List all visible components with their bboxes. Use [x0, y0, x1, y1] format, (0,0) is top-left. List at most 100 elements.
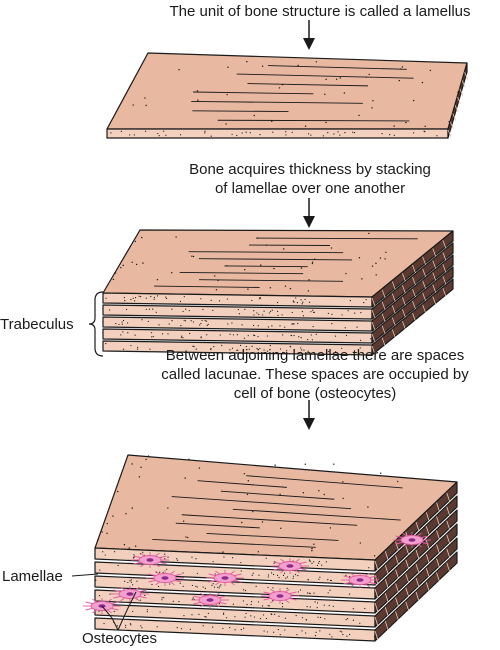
edge-speck	[130, 581, 132, 583]
edge-speck	[291, 131, 293, 133]
lamella-speck	[147, 455, 150, 457]
side-hatch	[371, 297, 376, 307]
side-hatch	[395, 611, 399, 621]
edge-speck	[286, 350, 288, 352]
edge-speck	[204, 616, 206, 618]
lamella-speck	[134, 240, 137, 243]
lamella-speck	[421, 81, 424, 84]
lamella-grain-line	[188, 251, 344, 254]
lamella-speck	[368, 73, 370, 76]
edge-speck	[171, 308, 173, 310]
edge-speck	[176, 559, 179, 561]
edge-speck	[272, 587, 274, 589]
edge-speck	[279, 325, 281, 327]
edge-speck	[252, 572, 254, 574]
edge-speck	[158, 324, 160, 326]
lamella-front-edge	[102, 304, 373, 320]
side-hatch	[442, 240, 447, 249]
edge-speck	[302, 301, 304, 303]
lamella-speck	[325, 121, 327, 124]
lamella-speck	[261, 65, 264, 67]
lamella-speck	[342, 497, 344, 500]
osteocyte-nucleus	[276, 594, 284, 598]
edge-speck	[236, 134, 238, 137]
edge-speck	[98, 594, 101, 597]
lamella-speck	[412, 99, 415, 102]
edge-speck	[167, 333, 169, 335]
lamella-side-edge	[371, 230, 454, 308]
lamella-speck	[241, 521, 243, 524]
lamella-grain-line	[198, 258, 353, 261]
side-hatch	[402, 321, 406, 330]
edge-speck	[312, 325, 314, 328]
edge-speck	[102, 551, 104, 553]
lamella-speck	[246, 60, 248, 63]
caption-line: The unit of bone structure is called a l…	[169, 3, 471, 20]
edge-speck	[309, 592, 311, 595]
lamella-speck	[167, 507, 169, 509]
edge-speck	[132, 610, 134, 613]
edge-speck	[311, 562, 313, 564]
edge-speck	[238, 313, 240, 315]
edge-speck	[179, 300, 182, 302]
edge-speck	[341, 314, 343, 316]
edge-speck	[222, 627, 224, 630]
edge-speck	[113, 551, 116, 553]
edge-speck	[329, 349, 331, 352]
edge-speck	[424, 131, 426, 133]
edge-speck	[266, 335, 269, 337]
edge-speck	[232, 557, 234, 559]
edge-speck	[183, 319, 185, 321]
edge-speck	[266, 350, 269, 352]
side-hatch	[402, 285, 406, 294]
edge-speck	[133, 556, 135, 558]
edge-speck	[205, 616, 207, 618]
edge-speck	[348, 593, 351, 595]
edge-speck	[204, 132, 206, 134]
edge-speck	[191, 614, 193, 616]
lamella-speck	[324, 93, 326, 96]
edge-speck	[259, 134, 261, 136]
side-hatch	[422, 304, 426, 313]
edge-speck	[127, 322, 129, 324]
side-hatch	[422, 292, 426, 301]
lamella-side-edge	[371, 242, 454, 320]
edge-speck	[319, 576, 321, 578]
edge-speck	[195, 558, 197, 560]
edge-speck	[267, 604, 269, 607]
edge-speck	[211, 584, 213, 586]
edge-speck	[232, 603, 234, 605]
edge-speck	[133, 554, 135, 556]
edge-speck	[185, 308, 187, 310]
edge-speck	[237, 308, 239, 311]
edge-speck	[310, 134, 312, 136]
osteocyte-cell	[341, 572, 379, 588]
lamella-speck	[307, 290, 310, 292]
edge-speck	[318, 562, 320, 564]
edge-speck	[188, 310, 190, 312]
edge-speck	[161, 597, 163, 599]
edge-speck	[120, 334, 122, 336]
edge-speck	[301, 310, 303, 313]
edge-speck	[294, 573, 297, 576]
lamella-speck	[274, 464, 276, 466]
lamella-speck	[284, 285, 287, 287]
edge-speck	[146, 609, 149, 611]
edge-speck	[176, 558, 178, 560]
side-hatch	[381, 301, 386, 310]
lamellae-label: Lamellae	[2, 568, 63, 585]
edge-speck	[240, 570, 242, 572]
edge-speck	[198, 613, 200, 615]
edge-speck	[204, 320, 206, 322]
edge-speck	[308, 301, 311, 303]
side-hatch	[371, 333, 376, 343]
edge-speck	[132, 557, 135, 559]
edge-speck	[353, 132, 356, 134]
edge-speck	[337, 131, 339, 133]
edge-speck	[256, 348, 258, 350]
edge-speck	[253, 314, 255, 316]
lamella-speck	[192, 255, 195, 258]
edge-speck	[308, 592, 310, 594]
side-hatch	[374, 616, 379, 627]
